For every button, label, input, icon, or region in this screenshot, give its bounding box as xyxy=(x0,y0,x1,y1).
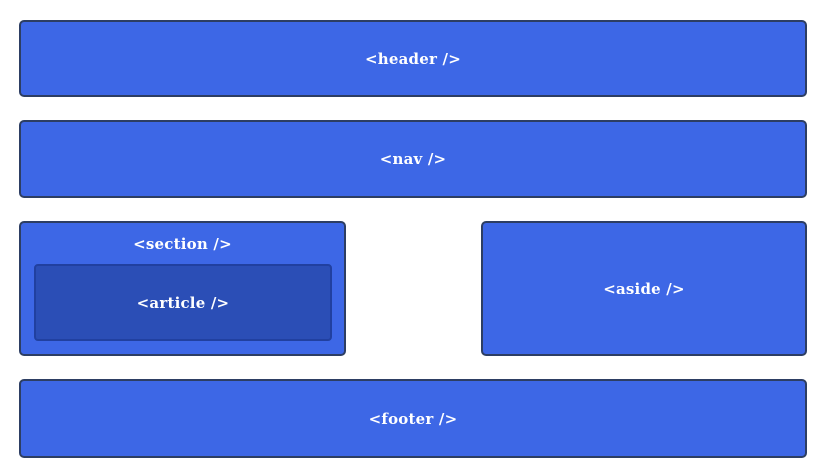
middle-row: <section /> <article /> <aside /> xyxy=(19,221,807,356)
footer-label: <footer /> xyxy=(368,409,458,428)
nav-box: <nav /> xyxy=(19,120,807,198)
nav-label: <nav /> xyxy=(379,150,447,168)
section-label-area: <section /> xyxy=(21,223,344,264)
aside-box: <aside /> xyxy=(481,221,807,356)
section-label: <section /> xyxy=(133,234,232,253)
header-label: <header /> xyxy=(365,49,461,68)
article-box: <article /> xyxy=(34,264,332,341)
section-box: <section /> <article /> xyxy=(19,221,346,356)
header-box: <header /> xyxy=(19,20,807,97)
article-label: <article /> xyxy=(136,293,230,312)
aside-label: <aside /> xyxy=(603,279,685,298)
footer-box: <footer /> xyxy=(19,379,807,458)
